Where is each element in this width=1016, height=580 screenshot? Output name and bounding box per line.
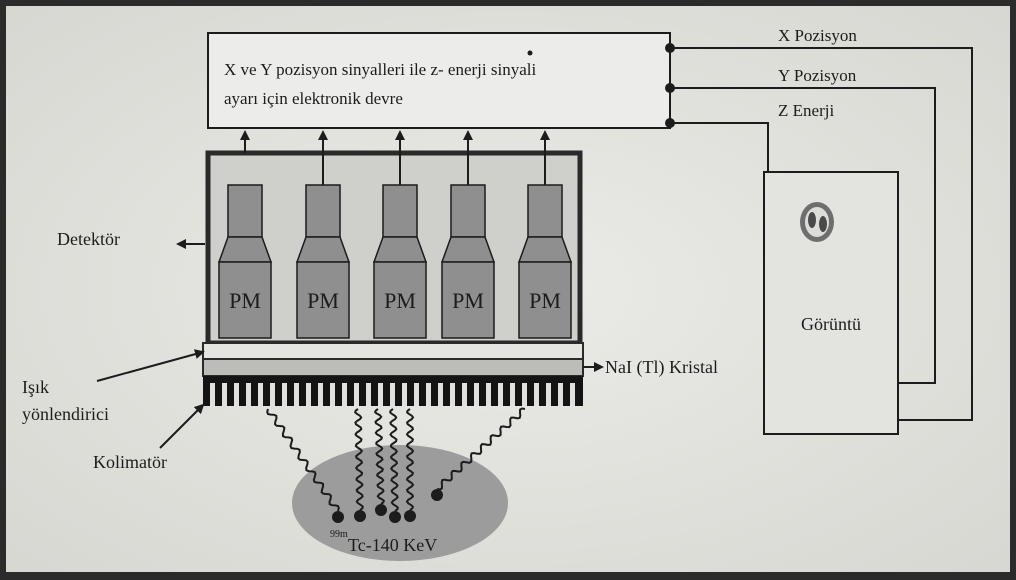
pm-tube-label: PM bbox=[452, 288, 484, 313]
light-guide-label-line1: Işık bbox=[22, 377, 49, 397]
collimator-hole bbox=[462, 383, 467, 406]
collimator-hole bbox=[510, 383, 515, 406]
x-position-label: X Pozisyon bbox=[778, 26, 857, 45]
collimator bbox=[203, 376, 583, 406]
light-guide-label-line2: yönlendirici bbox=[22, 404, 109, 424]
collimator-hole bbox=[246, 383, 251, 406]
collimator-hole bbox=[234, 383, 239, 406]
gamma-ray bbox=[374, 408, 385, 505]
gamma-ray bbox=[266, 408, 340, 512]
collimator-hole bbox=[378, 383, 383, 406]
source-isotope-superscript: 99m bbox=[330, 529, 348, 540]
light-guide bbox=[202, 342, 584, 360]
collimator-hole bbox=[330, 383, 335, 406]
gamma-ray bbox=[405, 408, 415, 511]
collimator-hole bbox=[450, 383, 455, 406]
pm-tube-label: PM bbox=[307, 288, 339, 313]
source-label: Tc-140 KeV bbox=[348, 535, 437, 555]
collimator-hole bbox=[366, 383, 371, 406]
collimator-hole bbox=[414, 383, 419, 406]
annotation-arrows bbox=[96, 239, 604, 449]
collimator-hole bbox=[534, 383, 539, 406]
gamma-ray bbox=[436, 407, 526, 491]
z-accent-dot bbox=[527, 50, 533, 56]
collimator-hole bbox=[222, 383, 227, 406]
collimator-hole bbox=[558, 383, 563, 406]
detector-label: Detektör bbox=[57, 229, 120, 249]
collimator-hole bbox=[426, 383, 431, 406]
pm-tube: PM bbox=[372, 184, 428, 339]
collimator-hole bbox=[522, 383, 527, 406]
collimator-hole bbox=[402, 383, 407, 406]
collimator-hole bbox=[486, 383, 491, 406]
gamma-rays bbox=[266, 407, 526, 512]
collimator-hole bbox=[498, 383, 503, 406]
collimator-hole bbox=[318, 383, 323, 406]
gamma-ray bbox=[354, 408, 364, 511]
display-monitor: Görüntü bbox=[763, 171, 899, 435]
collimator-hole bbox=[270, 383, 275, 406]
y-position-label: Y Pozisyon bbox=[778, 66, 857, 85]
radioactive-source-region bbox=[292, 445, 508, 561]
pm-tube: PM bbox=[440, 184, 496, 339]
collimator-hole bbox=[306, 383, 311, 406]
collimator-hole bbox=[354, 383, 359, 406]
display-label: Görüntü bbox=[801, 314, 861, 334]
z-energy-label: Z Enerji bbox=[778, 101, 834, 120]
electronics-label-line1: X ve Y pozisyon sinyalleri ile z- enerji… bbox=[224, 60, 536, 79]
x-position-line bbox=[670, 47, 973, 421]
pm-tube: PM bbox=[295, 184, 351, 339]
collimator-hole bbox=[390, 383, 395, 406]
collimator-hole bbox=[342, 383, 347, 406]
pm-tube-label: PM bbox=[529, 288, 561, 313]
electronics-circuit-box: X ve Y pozisyon sinyalleri ile z- enerji… bbox=[207, 32, 671, 129]
pm-signal-arrows bbox=[240, 130, 550, 185]
collimator-hole bbox=[282, 383, 287, 406]
pm-tube-label: PM bbox=[229, 288, 261, 313]
pm-tube: PM bbox=[217, 184, 273, 339]
collimator-hole bbox=[570, 383, 575, 406]
collimator-hole bbox=[474, 383, 479, 406]
pm-tube-label: PM bbox=[384, 288, 416, 313]
pm-tube: PM bbox=[517, 184, 573, 339]
gamma-ray bbox=[389, 408, 399, 512]
collimator-hole bbox=[294, 383, 299, 406]
nai-crystal bbox=[202, 358, 584, 377]
electronics-label-line2: ayarı için elektronik devre bbox=[224, 89, 403, 108]
collimator-label: Kolimatör bbox=[93, 452, 167, 472]
signal-lines bbox=[670, 47, 973, 421]
crystal-label: NaI (Tl) Kristal bbox=[605, 357, 718, 378]
scintigraphy-image-icon bbox=[800, 202, 834, 242]
source-points bbox=[332, 489, 443, 523]
y-position-line bbox=[670, 87, 936, 384]
collimator-hole bbox=[258, 383, 263, 406]
z-energy-line bbox=[670, 122, 769, 180]
collimator-hole bbox=[546, 383, 551, 406]
collimator-hole bbox=[438, 383, 443, 406]
collimator-hole bbox=[210, 383, 215, 406]
pm-tube-array: PM PM PM PM PM bbox=[217, 184, 573, 339]
